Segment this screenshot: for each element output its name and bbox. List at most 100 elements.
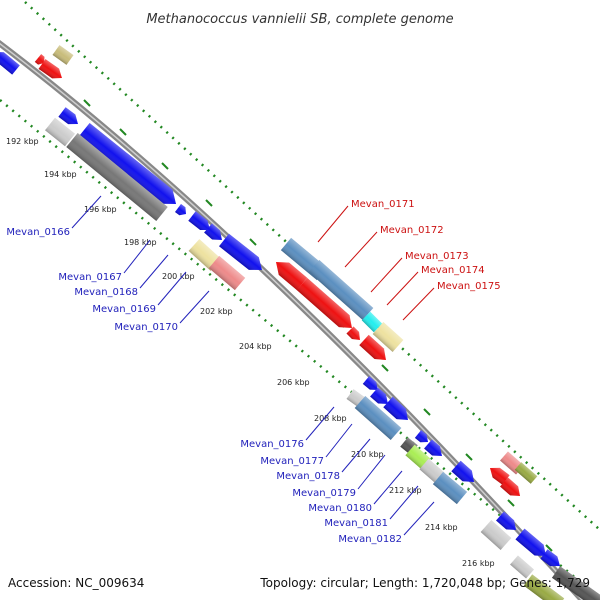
tick-marks: [83, 99, 553, 552]
gene-arrow-shading: [38, 59, 62, 79]
gene-arrow-shading: [34, 54, 45, 65]
gene-arrow[interactable]: [419, 458, 445, 484]
gene-arrow[interactable]: [52, 45, 74, 65]
gene-arrow[interactable]: [354, 396, 402, 440]
gene-arrow[interactable]: [515, 528, 550, 562]
gene-label-mevan-0168[interactable]: Mevan_0168: [74, 287, 138, 298]
gene-arrow-shading: [52, 45, 74, 65]
gene-arrow-shading: [551, 566, 600, 600]
gene-arrow-shading: [78, 122, 177, 205]
gene-arrow[interactable]: [346, 326, 363, 343]
gene-arrow-shading: [515, 528, 547, 557]
gene-arrow-shading: [419, 458, 445, 484]
tick-label: 202 kbp: [200, 307, 233, 316]
tick-label: 196 kbp: [84, 205, 117, 214]
gene-arrow[interactable]: [0, 47, 20, 75]
gene-arrow[interactable]: [208, 255, 246, 291]
tick-label: 206 kbp: [277, 378, 310, 387]
gene-label-mevan-0180[interactable]: Mevan_0180: [308, 503, 372, 514]
gene-label-mevan-0169[interactable]: Mevan_0169: [92, 304, 156, 315]
gene-arrow[interactable]: [500, 477, 524, 500]
tick-label: 208 kbp: [314, 414, 347, 423]
gene-label-mevan-0173[interactable]: Mevan_0173: [405, 251, 469, 262]
gene-arrow[interactable]: [361, 311, 383, 333]
gene-arrow[interactable]: [78, 122, 181, 211]
gene-arrow[interactable]: [370, 387, 392, 408]
gene-arrow-shading: [372, 322, 404, 352]
gene-arrow-shading: [451, 460, 475, 483]
gene-arrow[interactable]: [45, 117, 75, 147]
gene-label-mevan-0177[interactable]: Mevan_0177: [260, 456, 324, 467]
gene-arrow-shading: [219, 233, 262, 270]
gene-arrow-shading: [414, 430, 428, 443]
gene-label-mevan-0171[interactable]: Mevan_0171: [351, 199, 415, 210]
gene-arrow[interactable]: [188, 239, 222, 271]
gene-arrow[interactable]: [480, 520, 512, 550]
gene-label-mevan-0174[interactable]: Mevan_0174: [421, 265, 485, 276]
gene-arrow-shading: [510, 555, 534, 579]
gene-arrow[interactable]: [510, 555, 534, 579]
gene-label-mevan-0181[interactable]: Mevan_0181: [324, 518, 388, 529]
gene-arrow[interactable]: [308, 260, 374, 320]
gene-arrow-shading: [359, 334, 386, 360]
gene-arrow-shading: [308, 260, 374, 320]
tick-label: 210 kbp: [351, 450, 384, 459]
accession-text: Accession: NC_009634: [8, 576, 145, 590]
gene-arrow-shading: [188, 211, 210, 230]
gene-label-mevan-0175[interactable]: Mevan_0175: [437, 281, 501, 292]
gene-arrow[interactable]: [58, 107, 81, 129]
gene-label-mevan-0179[interactable]: Mevan_0179: [292, 488, 356, 499]
gene-arrow[interactable]: [432, 471, 468, 505]
gene-arrow[interactable]: [496, 511, 520, 534]
gene-arrow-shading: [58, 107, 78, 125]
tick-label: 214 kbp: [425, 523, 458, 532]
gene-arrow-shading: [354, 396, 402, 440]
gene-arrow[interactable]: [296, 277, 358, 334]
gene-label-mevan-0172[interactable]: Mevan_0172: [380, 225, 444, 236]
gene-arrow[interactable]: [451, 460, 478, 487]
gene-arrow[interactable]: [424, 439, 446, 460]
gene-arrow[interactable]: [204, 223, 226, 244]
gene-arrow[interactable]: [188, 211, 213, 234]
tick-label: 212 kbp: [389, 486, 422, 495]
gene-arrow[interactable]: [38, 59, 66, 83]
gene-arrow[interactable]: [405, 444, 431, 470]
gene-arrow-shading: [361, 311, 383, 333]
gene-arrow-shading: [523, 574, 565, 600]
gene-label-mevan-0166[interactable]: Mevan_0166: [6, 227, 70, 238]
tick-labels: 192 kbp 194 kbp 196 kbp 198 kbp 200 kbp …: [6, 137, 495, 568]
gene-arrow-shading: [383, 396, 408, 420]
gene-arrow[interactable]: [540, 549, 563, 571]
tick-label: 204 kbp: [239, 342, 272, 351]
gene-arrow-shading: [500, 477, 521, 497]
gene-label-mevan-0182[interactable]: Mevan_0182: [338, 534, 402, 545]
gene-arrow[interactable]: [523, 574, 565, 600]
gene-arrow-shading: [424, 439, 442, 456]
gene-arrow[interactable]: [271, 256, 308, 291]
gene-arrow[interactable]: [514, 462, 538, 484]
gene-arrow-shading: [45, 117, 75, 147]
gene-label-mevan-0178[interactable]: Mevan_0178: [276, 471, 340, 482]
gene-arrow-shading: [66, 133, 168, 221]
tick-label: 194 kbp: [44, 170, 77, 179]
gene-arrow[interactable]: [359, 334, 390, 365]
gene-label-mevan-0170[interactable]: Mevan_0170: [114, 322, 178, 333]
gene-arrow-shading: [174, 204, 186, 216]
gene-arrow[interactable]: [383, 396, 412, 425]
gene-arrow-shading: [514, 462, 538, 484]
gene-arrow-shading: [188, 239, 222, 271]
gene-arrow[interactable]: [551, 566, 600, 600]
gene-arrow[interactable]: [174, 204, 189, 218]
gene-arrow-shading: [276, 262, 308, 291]
gene-arrow[interactable]: [219, 233, 267, 277]
gene-arrow[interactable]: [414, 430, 431, 446]
gene-label-mevan-0167[interactable]: Mevan_0167: [58, 272, 122, 283]
gene-arrow[interactable]: [372, 322, 404, 352]
gene-arrow[interactable]: [362, 376, 381, 394]
gene-features: [0, 45, 600, 600]
gene-arrow[interactable]: [34, 54, 47, 67]
gene-arrow-shading: [204, 223, 222, 240]
gene-label-mevan-0176[interactable]: Mevan_0176: [240, 439, 304, 450]
gene-arrow[interactable]: [486, 463, 510, 485]
gene-arrow[interactable]: [66, 133, 168, 221]
